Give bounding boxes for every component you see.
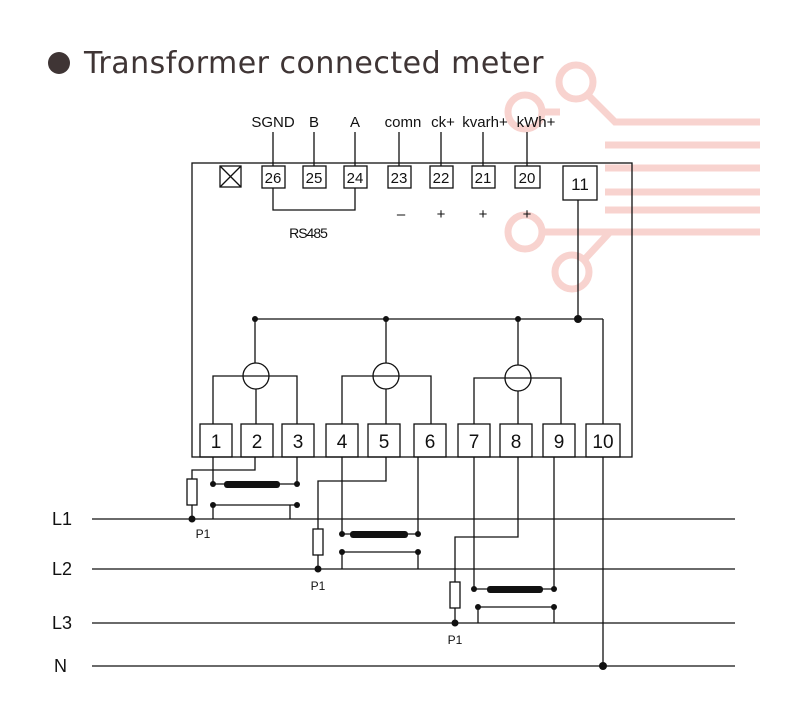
polarity-plus-20: +: [523, 206, 532, 223]
ct-bar-3: [487, 586, 543, 593]
terminal-6-box: [413, 423, 447, 458]
label-a: A: [350, 114, 360, 131]
measuring-element-3: [473, 319, 562, 424]
terminal-21-label: 21: [475, 170, 492, 187]
label-sgnd: SGND: [251, 114, 295, 131]
terminal-7-label: 7: [469, 432, 480, 453]
rs485-bracket: [272, 188, 356, 211]
polarity-plus-21: +: [479, 206, 488, 223]
phase-2-wiring: [312, 457, 419, 569]
p1-label-phase-2: P1: [311, 579, 326, 593]
page-title: Transformer connected meter: [84, 45, 544, 81]
rs485-label: RS485: [289, 225, 328, 241]
terminal-4-label: 4: [337, 432, 348, 453]
label-b: B: [309, 114, 319, 131]
earth-terminal-icon: [219, 165, 242, 188]
terminal-11-label: 11: [571, 175, 589, 194]
line-label-l3: L3: [52, 613, 72, 633]
terminal-9-box: [542, 423, 576, 458]
measuring-element-1: [212, 319, 298, 424]
label-ck-plus: ck+: [431, 114, 455, 131]
terminal-8-label: 8: [511, 432, 522, 453]
label-comn: comn: [385, 114, 422, 131]
ct-bar-2: [350, 531, 408, 538]
terminal-26-label: 26: [265, 170, 282, 187]
polarity-minus: –: [397, 206, 406, 223]
terminal-2-label: 2: [252, 432, 263, 453]
terminal-11-box: [562, 165, 598, 201]
terminal-5-label: 5: [379, 432, 390, 453]
terminal-3-label: 3: [293, 432, 304, 453]
circuit-decoration: [504, 61, 760, 293]
title-block: Transformer connected meter: [48, 38, 544, 88]
p1-label-phase-3: P1: [448, 633, 463, 647]
terminal-10-label: 10: [592, 432, 613, 453]
line-label-l2: L2: [52, 559, 72, 579]
label-kvarh-plus: kvarh+: [462, 114, 508, 131]
terminal-6-label: 6: [425, 432, 436, 453]
terminal-23-label: 23: [391, 170, 408, 187]
terminal-2-box: [240, 423, 274, 458]
ct-bar-1: [224, 481, 280, 488]
terminal-1-label: 1: [211, 432, 222, 453]
terminal-5-box: [367, 423, 401, 458]
measuring-element-2: [341, 319, 432, 424]
terminal-9-label: 9: [554, 432, 565, 453]
bullet-dot-icon: [48, 52, 70, 74]
terminal-3-box: [281, 423, 315, 458]
junction-dots: [188, 315, 607, 670]
terminal-25-label: 25: [306, 170, 323, 187]
polarity-plus-22: +: [437, 206, 446, 223]
terminal-22-label: 22: [433, 170, 450, 187]
phase-3-wiring: [449, 457, 555, 623]
meter-body: [191, 162, 633, 458]
terminal-20-label: 20: [519, 170, 536, 187]
line-label-l1: L1: [52, 509, 72, 529]
p1-label-phase-1: P1: [196, 527, 211, 541]
terminal-1-box: [199, 423, 233, 458]
label-kwh-plus: kWh+: [517, 114, 556, 131]
terminal-8-box: [499, 423, 533, 458]
line-label-n: N: [54, 656, 67, 676]
terminal-24-label: 24: [347, 170, 364, 187]
